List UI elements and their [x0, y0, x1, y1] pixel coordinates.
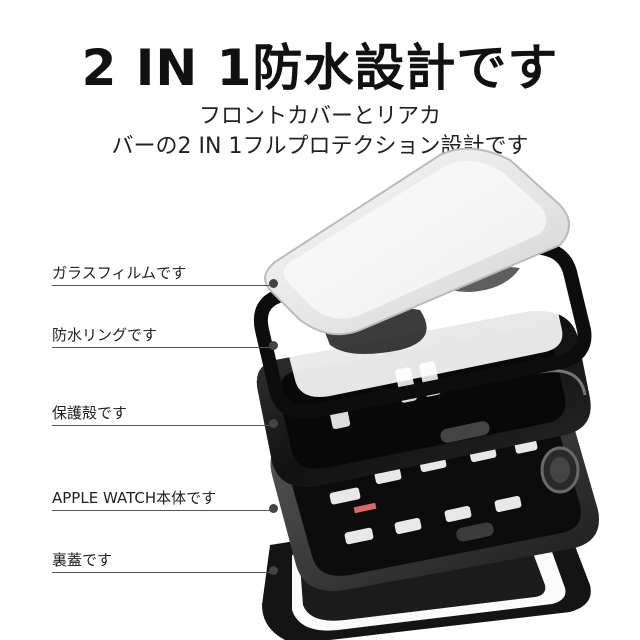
leader-line-glass-film: [52, 285, 274, 286]
main-title: 2 IN 1防水設計です: [81, 39, 559, 97]
pointer-dot-back-cover: [269, 566, 278, 575]
pointer-dot-protective-shell: [269, 419, 278, 428]
label-waterproof-ring: 防水リングです: [52, 326, 158, 344]
label-protective-shell: 保護殻です: [52, 404, 128, 422]
label-glass-film: ガラスフィルムです: [52, 264, 187, 282]
subtitle-line-1: フロントカバーとリアカ: [198, 104, 441, 129]
leader-line-back-cover: [52, 572, 274, 573]
label-apple-watch-body: APPLE WATCH本体です: [52, 489, 217, 507]
pointer-dot-glass-film: [269, 279, 278, 288]
pointer-dot-apple-watch-body: [269, 504, 278, 513]
label-back-cover: 裏蓋です: [52, 551, 113, 569]
pointer-dot-waterproof-ring: [269, 341, 278, 350]
leader-line-apple-watch-body: [52, 510, 274, 511]
leader-line-protective-shell: [52, 425, 274, 426]
leader-line-waterproof-ring: [52, 347, 274, 348]
